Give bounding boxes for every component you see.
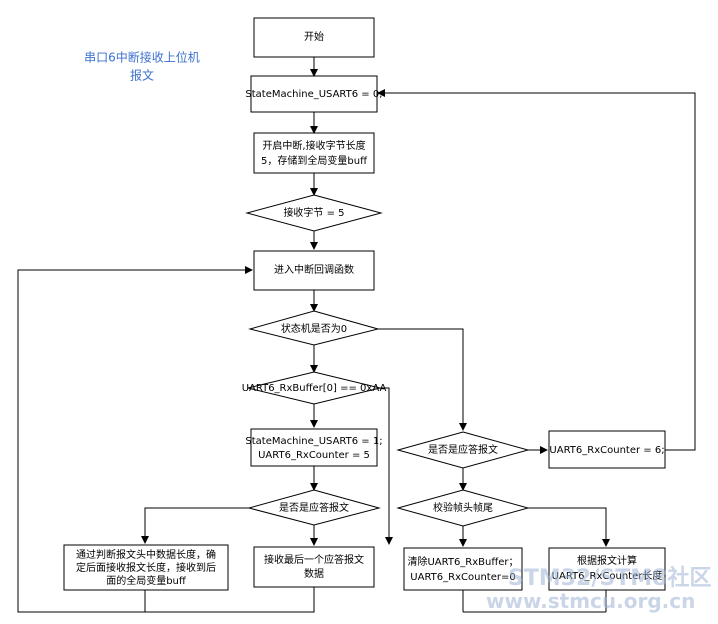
- node-set-state: StateMachine_USART6 = 1; UART6_RxCounter…: [245, 428, 383, 467]
- edge-setcounter-init: [377, 89, 696, 451]
- node-set-state-shape: [250, 428, 378, 467]
- diagram-title-line2: 报文: [130, 68, 154, 83]
- node-enter-callback-label: 进入中断回调函数: [274, 263, 354, 276]
- node-clear-buffer-line1: 清除UART6_RxBuffer；: [407, 555, 518, 568]
- node-enable-irq-line1: 开启中断,接收字节长度: [262, 139, 365, 152]
- node-is-reply-left-label: 是否是应答报文: [279, 501, 349, 514]
- node-state-zero-label: 状态机是否为0: [281, 322, 347, 335]
- node-buffer-check-shape: [247, 371, 381, 405]
- node-is-reply-right-shape: [396, 431, 530, 469]
- node-start-shape: [253, 17, 375, 58]
- edge-buffer-clear: [380, 387, 393, 545]
- node-enable-irq: 开启中断,接收字节长度 5，存储到全局变量buff: [253, 132, 375, 174]
- node-is-reply-left-shape: [247, 489, 381, 526]
- node-calc-line2: UART6_RxCounter长度: [552, 569, 663, 582]
- node-init-state-shape: [250, 75, 378, 113]
- node-recv-last-line2: 数据: [304, 567, 324, 580]
- node-calc-line1: 根据报文计算: [577, 554, 637, 567]
- edge-loop-callback: [17, 266, 315, 613]
- node-enter-callback: 进入中断回调函数: [253, 250, 375, 291]
- node-recv-last-shape: [253, 546, 375, 588]
- node-init-state: StateMachine_USART6 = 0;: [245, 75, 383, 113]
- edges: [17, 57, 696, 613]
- node-recv-bytes-label: 接收字节 = 5: [283, 206, 344, 219]
- node-recv-last-line1: 接收最后一个应答报文: [264, 553, 364, 566]
- node-check-frame-label: 校验帧头帧尾: [433, 501, 493, 514]
- node-start-label: 开始: [304, 30, 324, 43]
- node-recv-bytes: 接收字节 = 5: [245, 194, 383, 232]
- node-start: 开始: [253, 17, 375, 58]
- node-clear-buffer: 清除UART6_RxBuffer； UART6_RxCounter=0: [403, 547, 523, 591]
- node-is-reply-left: 是否是应答报文: [247, 489, 381, 526]
- node-state-zero-shape: [248, 310, 380, 346]
- node-set-counter-shape: [548, 430, 666, 469]
- edge-check-calc: [528, 507, 610, 547]
- node-is-reply-right: 是否是应答报文: [396, 431, 530, 469]
- node-parse-len-line3: 面的全局变量buff: [106, 574, 187, 587]
- node-is-reply-right-label: 是否是应答报文: [428, 443, 498, 456]
- node-buffer-check-label: UART6_RxBuffer[0] == 0xAA: [242, 383, 387, 394]
- node-enable-irq-line2: 5，存储到全局变量buff: [261, 154, 368, 167]
- node-set-state-line1: StateMachine_USART6 = 1;: [245, 436, 382, 447]
- watermark-line1: STM32/STM8社区: [508, 565, 711, 591]
- node-clear-buffer-line2: UART6_RxCounter=0: [410, 572, 515, 583]
- node-parse-len-shape: [63, 544, 229, 591]
- node-recv-bytes-shape: [245, 194, 383, 232]
- node-parse-len: 通过判断报文头中数据长度，确 定后面接收报文长度，接收到后 面的全局变量buff: [63, 544, 229, 591]
- node-clear-buffer-shape: [403, 547, 523, 591]
- node-init-state-label: StateMachine_USART6 = 0;: [245, 89, 382, 100]
- node-parse-len-line1: 通过判断报文头中数据长度，确: [76, 548, 216, 561]
- node-enter-callback-shape: [253, 250, 375, 291]
- watermark: STM32/STM8社区 www.stmcu.org.cn: [486, 565, 711, 613]
- edge-isreply-parse: [141, 507, 249, 544]
- edge-state-isreply-right: [378, 328, 467, 431]
- node-set-counter: UART6_RxCounter = 6;: [548, 430, 666, 469]
- node-calc: 根据报文计算 UART6_RxCounter长度: [548, 547, 666, 591]
- node-buffer-check: UART6_RxBuffer[0] == 0xAA: [242, 371, 387, 405]
- diagram-title-line1: 串口6中断接收上位机: [84, 50, 200, 65]
- node-calc-shape: [548, 547, 666, 591]
- node-parse-len-line2: 定后面接收报文长度，接收到后: [76, 561, 216, 574]
- node-recv-last: 接收最后一个应答报文 数据: [253, 546, 375, 588]
- node-set-counter-label: UART6_RxCounter = 6;: [549, 445, 664, 456]
- watermark-line2: www.stmcu.org.cn: [486, 589, 695, 613]
- node-check-frame-shape: [396, 489, 530, 527]
- node-set-state-line2: UART6_RxCounter = 5: [258, 450, 370, 461]
- node-check-frame: 校验帧头帧尾: [396, 489, 530, 527]
- node-enable-irq-shape: [253, 132, 375, 174]
- node-state-zero: 状态机是否为0: [248, 310, 380, 346]
